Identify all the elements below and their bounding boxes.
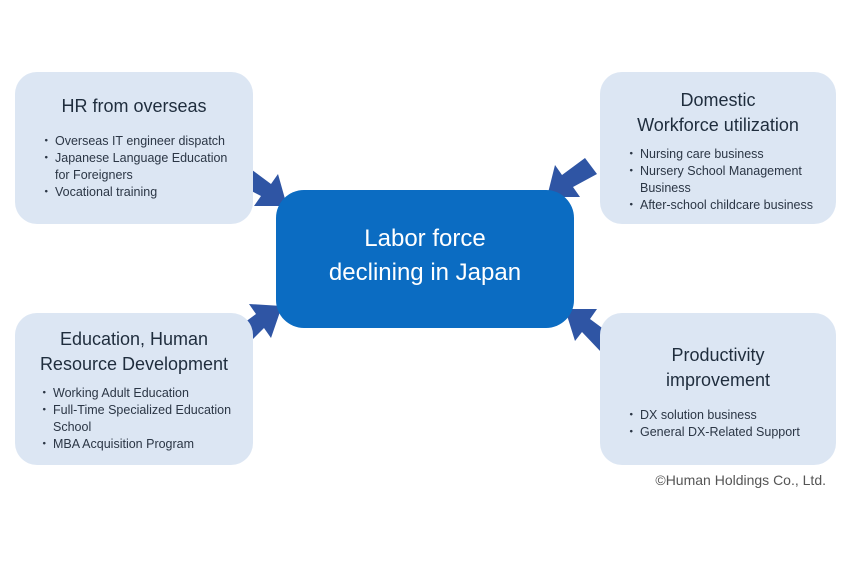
- list-item: After-school childcare business: [625, 197, 828, 214]
- list-item: Working Adult Education: [38, 385, 246, 402]
- box-title: Education, Human Resource Development: [39, 329, 229, 374]
- bullet-list: Overseas IT engineer dispatch Japanese L…: [40, 133, 243, 201]
- list-item: General DX-Related Support: [625, 424, 828, 441]
- center-node-labor-force: Labor force declining in Japan: [276, 190, 574, 328]
- list-item: Nursing care business: [625, 146, 828, 163]
- list-item: DX solution business: [625, 407, 828, 424]
- list-item: Vocational training: [40, 184, 243, 201]
- box-education-hr-development: Education, Human Resource Development Wo…: [15, 313, 253, 465]
- box-hr-from-overseas: HR from overseas Overseas IT engineer di…: [15, 72, 253, 224]
- list-item: Overseas IT engineer dispatch: [40, 133, 243, 150]
- box-title: Domestic Workforce utilization: [637, 90, 799, 135]
- copyright-notice: ©Human Holdings Co., Ltd.: [655, 472, 826, 488]
- box-title: HR from overseas: [61, 96, 207, 116]
- box-productivity-improvement: Productivity improvement DX solution bus…: [600, 313, 836, 465]
- bullet-list: DX solution business General DX-Related …: [625, 407, 828, 441]
- list-item: MBA Acquisition Program: [38, 436, 246, 453]
- list-item: Full-Time Specialized Education School: [38, 402, 246, 436]
- bullet-list: Nursing care business Nursery School Man…: [625, 146, 828, 214]
- box-title: Productivity improvement: [665, 345, 771, 390]
- bullet-list: Working Adult Education Full-Time Specia…: [38, 385, 246, 453]
- list-item: Nursery School Management Business: [625, 163, 828, 197]
- list-item: Japanese Language Education for Foreigne…: [40, 150, 243, 184]
- box-domestic-workforce: Domestic Workforce utilization Nursing c…: [600, 72, 836, 224]
